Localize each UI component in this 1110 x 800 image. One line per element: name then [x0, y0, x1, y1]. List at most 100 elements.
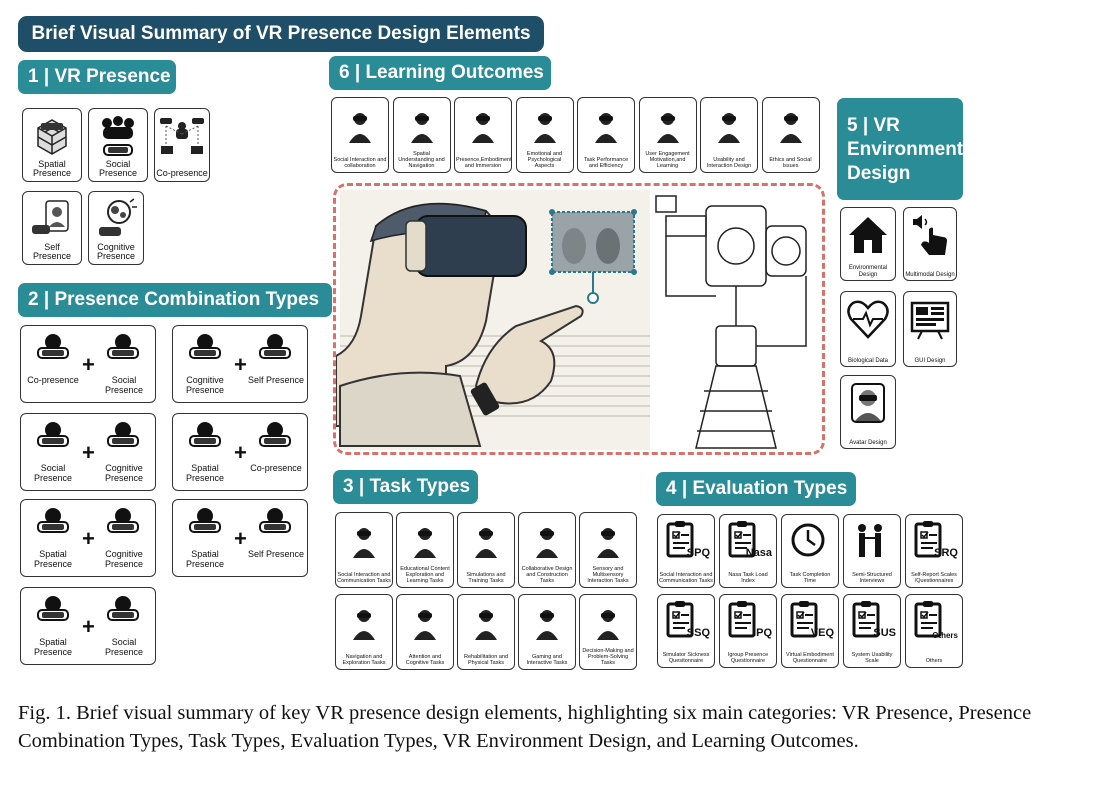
combination-left-icon	[27, 330, 79, 370]
cube-headset-icon	[23, 113, 81, 159]
clipboard-icon	[658, 517, 714, 563]
task-label: Social Interaction and Communication Tas…	[337, 572, 391, 585]
combination-right-icon	[249, 330, 301, 370]
evaluation-label: Social Interaction and Communication Tas…	[659, 572, 713, 585]
outcome-icon	[578, 102, 634, 148]
vr-user-engine-illustration	[336, 190, 820, 450]
evaluation-label: Virtual Embodiment Questionnaire	[786, 652, 834, 665]
outcome-label: Ethics and Social Issues	[769, 157, 812, 170]
environment-label: Environmental Design	[848, 265, 888, 278]
outcome-icon	[394, 102, 450, 148]
gui-board-icon	[904, 296, 956, 342]
task-icon	[519, 599, 575, 645]
evaluation-abbreviation: Nasa	[745, 547, 772, 559]
task-type-card: Collaborative Design and Construction Ta…	[518, 512, 576, 588]
task-type-card: Simulations and Training Tasks	[457, 512, 515, 588]
combination-left-icon	[179, 330, 231, 370]
combination-left-label: Cognitive Presence	[185, 375, 225, 395]
task-icon	[336, 599, 392, 645]
touch-sound-icon	[904, 212, 956, 258]
section-header-learning-outcomes: 6 | Learning Outcomes	[329, 56, 551, 90]
evaluation-label: Nasa Task Load Index	[728, 572, 768, 585]
combination-right-label: Social Presence	[104, 637, 144, 657]
task-type-card: Navigation and Exploration Tasks	[335, 594, 393, 670]
presence-card-spatial: Spatial Presence	[22, 108, 82, 182]
section-header-evaluation-types: 4 | Evaluation Types	[656, 472, 856, 506]
task-type-card: Rehabilitation and Physical Tasks	[457, 594, 515, 670]
title-banner: Brief Visual Summary of VR Presence Desi…	[18, 16, 544, 52]
outcome-icon	[455, 102, 511, 148]
environment-header-text: 5 | VR Environment Design	[847, 115, 964, 184]
plus-sign: +	[82, 526, 95, 551]
learning-outcome-card: Emotional and Psychological Aspects	[515, 97, 574, 173]
outcome-icon	[517, 102, 573, 148]
figure-caption: Fig. 1. Brief visual summary of key VR p…	[18, 702, 1032, 752]
task-icon	[519, 517, 575, 563]
combination-left-icon	[179, 504, 231, 544]
interview-people-icon	[844, 517, 900, 563]
clock-icon	[782, 517, 838, 563]
evaluation-label: Semi-Structured Interviews	[852, 572, 892, 585]
task-label: Decision-Making and Problem-Solving Task…	[582, 648, 634, 667]
clipboard-icon	[720, 597, 776, 643]
combination-left-label: Spatial Presence	[185, 549, 225, 569]
presence-label: Self Presence	[32, 241, 72, 262]
environment-card-biological: Biological Data	[840, 291, 896, 367]
evaluation-abbreviation: VEQ	[810, 627, 834, 639]
outcome-icon	[332, 102, 388, 148]
presence-card-self: Self Presence	[22, 191, 82, 265]
evaluation-label: Task Completion Time	[789, 572, 831, 585]
presence-label: Cognitive Presence	[96, 241, 136, 262]
evaluation-label: Self-Report Scales /Questionnaires	[911, 572, 957, 585]
learning-outcome-card: User Engagement Motivation,and Learning	[638, 97, 697, 173]
clipboard-icon	[906, 597, 962, 643]
clipboard-icon	[782, 597, 838, 643]
plus-sign: +	[82, 614, 95, 639]
combination-right-label: Self Presence	[247, 375, 305, 385]
combination-right-label: Self Presence	[247, 549, 305, 559]
presence-card-social: Social Presence	[88, 108, 148, 182]
environment-card-environmental: Environmental Design	[840, 207, 896, 281]
task-label: Simulations and Training Tasks	[466, 572, 506, 585]
task-type-card: Decision-Making and Problem-Solving Task…	[579, 594, 637, 670]
heart-pulse-icon	[841, 296, 895, 342]
task-icon	[580, 517, 636, 563]
learning-outcome-card: Presence,Embodiment and Immersion	[454, 97, 512, 173]
combination-right-label: Co-presence	[250, 463, 302, 473]
task-type-card: Sensory and Multisensory Interaction Tas…	[579, 512, 637, 588]
environment-card-avatar: Avatar Design	[840, 375, 896, 449]
combination-right-icon	[97, 592, 149, 632]
combination-left-icon	[27, 592, 79, 632]
learning-outcome-card: Social Interaction and collaboration	[331, 97, 389, 173]
task-label: Rehabilitation and Physical Tasks	[463, 654, 509, 667]
task-label: Collaborative Design and Construction Ta…	[521, 566, 573, 585]
evaluation-label: Igroup Presence Questionnaire	[727, 652, 769, 665]
combination-left-icon	[179, 418, 231, 458]
outcome-icon	[701, 102, 757, 148]
house-icon	[841, 212, 895, 258]
task-icon	[458, 599, 514, 645]
crowd-headset-icon	[89, 113, 147, 159]
outcome-label: Presence,Embodiment and Immersion	[456, 157, 512, 170]
task-icon	[397, 599, 453, 645]
environment-label: Multimodal Design	[905, 271, 955, 278]
presence-card-cognitive: Cognitive Presence	[88, 191, 144, 265]
combination-left-label: Co-presence	[27, 375, 79, 385]
outcome-label: User Engagement Motivation,and Learning	[645, 151, 690, 170]
outcome-icon	[763, 102, 819, 148]
task-type-card: Gaming and Interactive Tasks	[518, 594, 576, 670]
evaluation-type-card: VEQ Virtual Embodiment Questionnaire	[781, 594, 839, 668]
plus-sign: +	[82, 352, 95, 377]
self-avatar-icon	[23, 196, 81, 242]
task-label: Educational Content Exploration and Lear…	[400, 566, 450, 585]
